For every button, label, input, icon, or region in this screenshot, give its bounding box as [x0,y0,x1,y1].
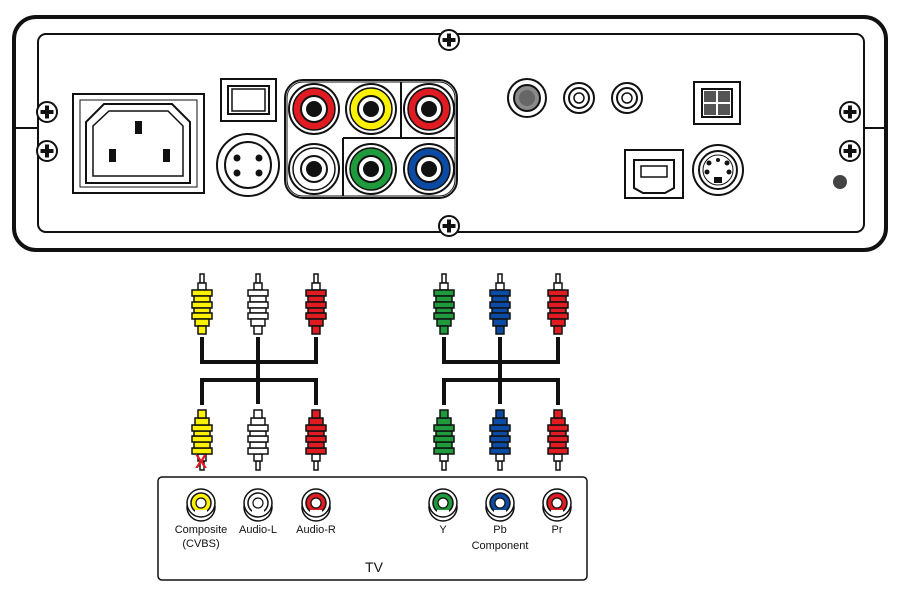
cable-plug-red [306,274,326,334]
rca-jack-red [289,84,339,134]
tv-end-plug-red [548,410,568,470]
audio-r-label: Audio-R [296,524,336,536]
tv-end-plug-white [248,410,268,470]
tv-jack-yellow [187,489,215,521]
rca-jack-cluster [285,80,457,198]
device-back-panel [14,17,886,250]
composite-label: Composite [175,524,228,536]
screw-icon [840,141,860,161]
cable-plug-yellow [192,274,212,334]
rca-jack-blue [404,144,454,194]
pr-label: Pr [552,524,563,536]
rca-small-jack [564,83,594,113]
screw-icon [37,102,57,122]
rca-small-jack [612,83,642,113]
tv-panel: Composite (CVBS) Audio-L Audio-R Y Pb Pr… [158,477,587,580]
tv-end-plug-green [434,410,454,470]
cable-plug-green [434,274,454,334]
tv-end-plug-blue [490,410,510,470]
audio-l-label: Audio-L [239,524,277,536]
tv-jack-red [543,489,571,521]
cable-plug-blue [490,274,510,334]
tv-end-plug-red [306,410,326,470]
rca-jack-red [404,84,454,134]
power-inlet-icon [73,94,204,193]
screw-icon [840,102,860,122]
tv-jack-red [302,489,330,521]
tv-title: TV [365,559,384,575]
y-label: Y [439,524,447,536]
tv-jack-green [429,489,457,521]
cable-plug-red [548,274,568,334]
power-switch-icon [221,79,276,121]
tv-jack-white [244,489,272,521]
screw-icon [37,141,57,161]
mini-din-port-icon [217,134,279,196]
pb-label: Pb [493,524,506,536]
composite-sub-label: (CVBS) [182,538,219,550]
cable-plug-white [248,274,268,334]
rca-jack-green [346,144,396,194]
usb-b-port-icon [625,150,683,198]
unused-connector-x-mark: X [195,452,207,472]
screw-icon [439,30,459,50]
rca-jack-yellow [346,84,396,134]
status-led [833,175,847,189]
component-group-label: Component [472,540,529,552]
optical-port-icon [694,82,740,124]
rca-jack-white [289,144,339,194]
s-video-port-icon [693,145,743,195]
screw-icon [439,216,459,236]
cable-wiring [202,337,558,405]
tv-jack-blue [486,489,514,521]
coaxial-port-icon [508,79,546,117]
